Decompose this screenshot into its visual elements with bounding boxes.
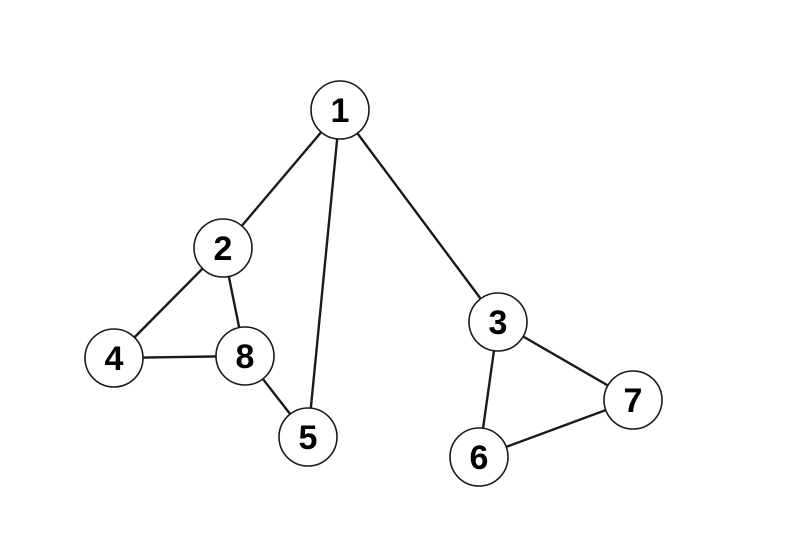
graph-node-2: 2 bbox=[193, 218, 253, 278]
graph-edge-1-3 bbox=[338, 108, 500, 324]
node-label: 5 bbox=[299, 419, 318, 457]
node-label: 3 bbox=[489, 304, 508, 342]
graph-node-7: 7 bbox=[603, 370, 663, 430]
node-label: 1 bbox=[331, 92, 350, 130]
graph-node-6: 6 bbox=[449, 427, 509, 487]
node-circle bbox=[278, 407, 338, 467]
graph-node-3: 3 bbox=[468, 292, 528, 352]
node-label: 7 bbox=[624, 382, 643, 420]
node-circle bbox=[215, 326, 275, 386]
graph-edge-1-2 bbox=[221, 108, 342, 250]
node-circle bbox=[84, 328, 144, 388]
graph-node-4: 4 bbox=[84, 328, 144, 388]
graph-node-5: 5 bbox=[278, 407, 338, 467]
node-circle bbox=[468, 292, 528, 352]
node-circle bbox=[193, 218, 253, 278]
graph-edge-1-5 bbox=[306, 108, 342, 439]
node-label: 6 bbox=[470, 439, 489, 477]
graph-node-1: 1 bbox=[310, 80, 370, 140]
graph-node-8: 8 bbox=[215, 326, 275, 386]
node-label: 2 bbox=[214, 230, 233, 268]
node-circle bbox=[603, 370, 663, 430]
node-circle bbox=[310, 80, 370, 140]
node-label: 8 bbox=[236, 338, 255, 376]
node-label: 4 bbox=[105, 340, 124, 378]
node-circle bbox=[449, 427, 509, 487]
